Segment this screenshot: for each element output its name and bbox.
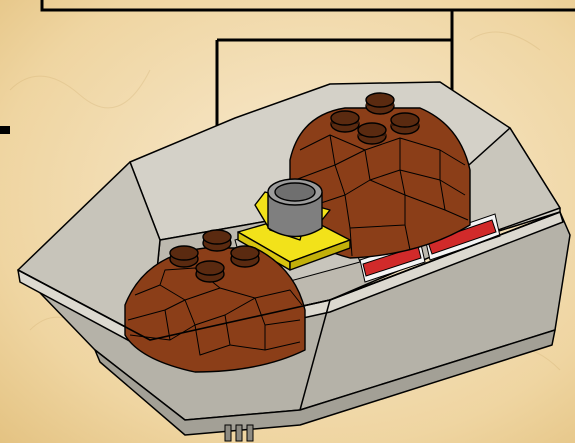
- tray-feet: [225, 425, 253, 441]
- edge-tick-mark: [0, 126, 10, 134]
- gray-cylinder: [268, 179, 322, 237]
